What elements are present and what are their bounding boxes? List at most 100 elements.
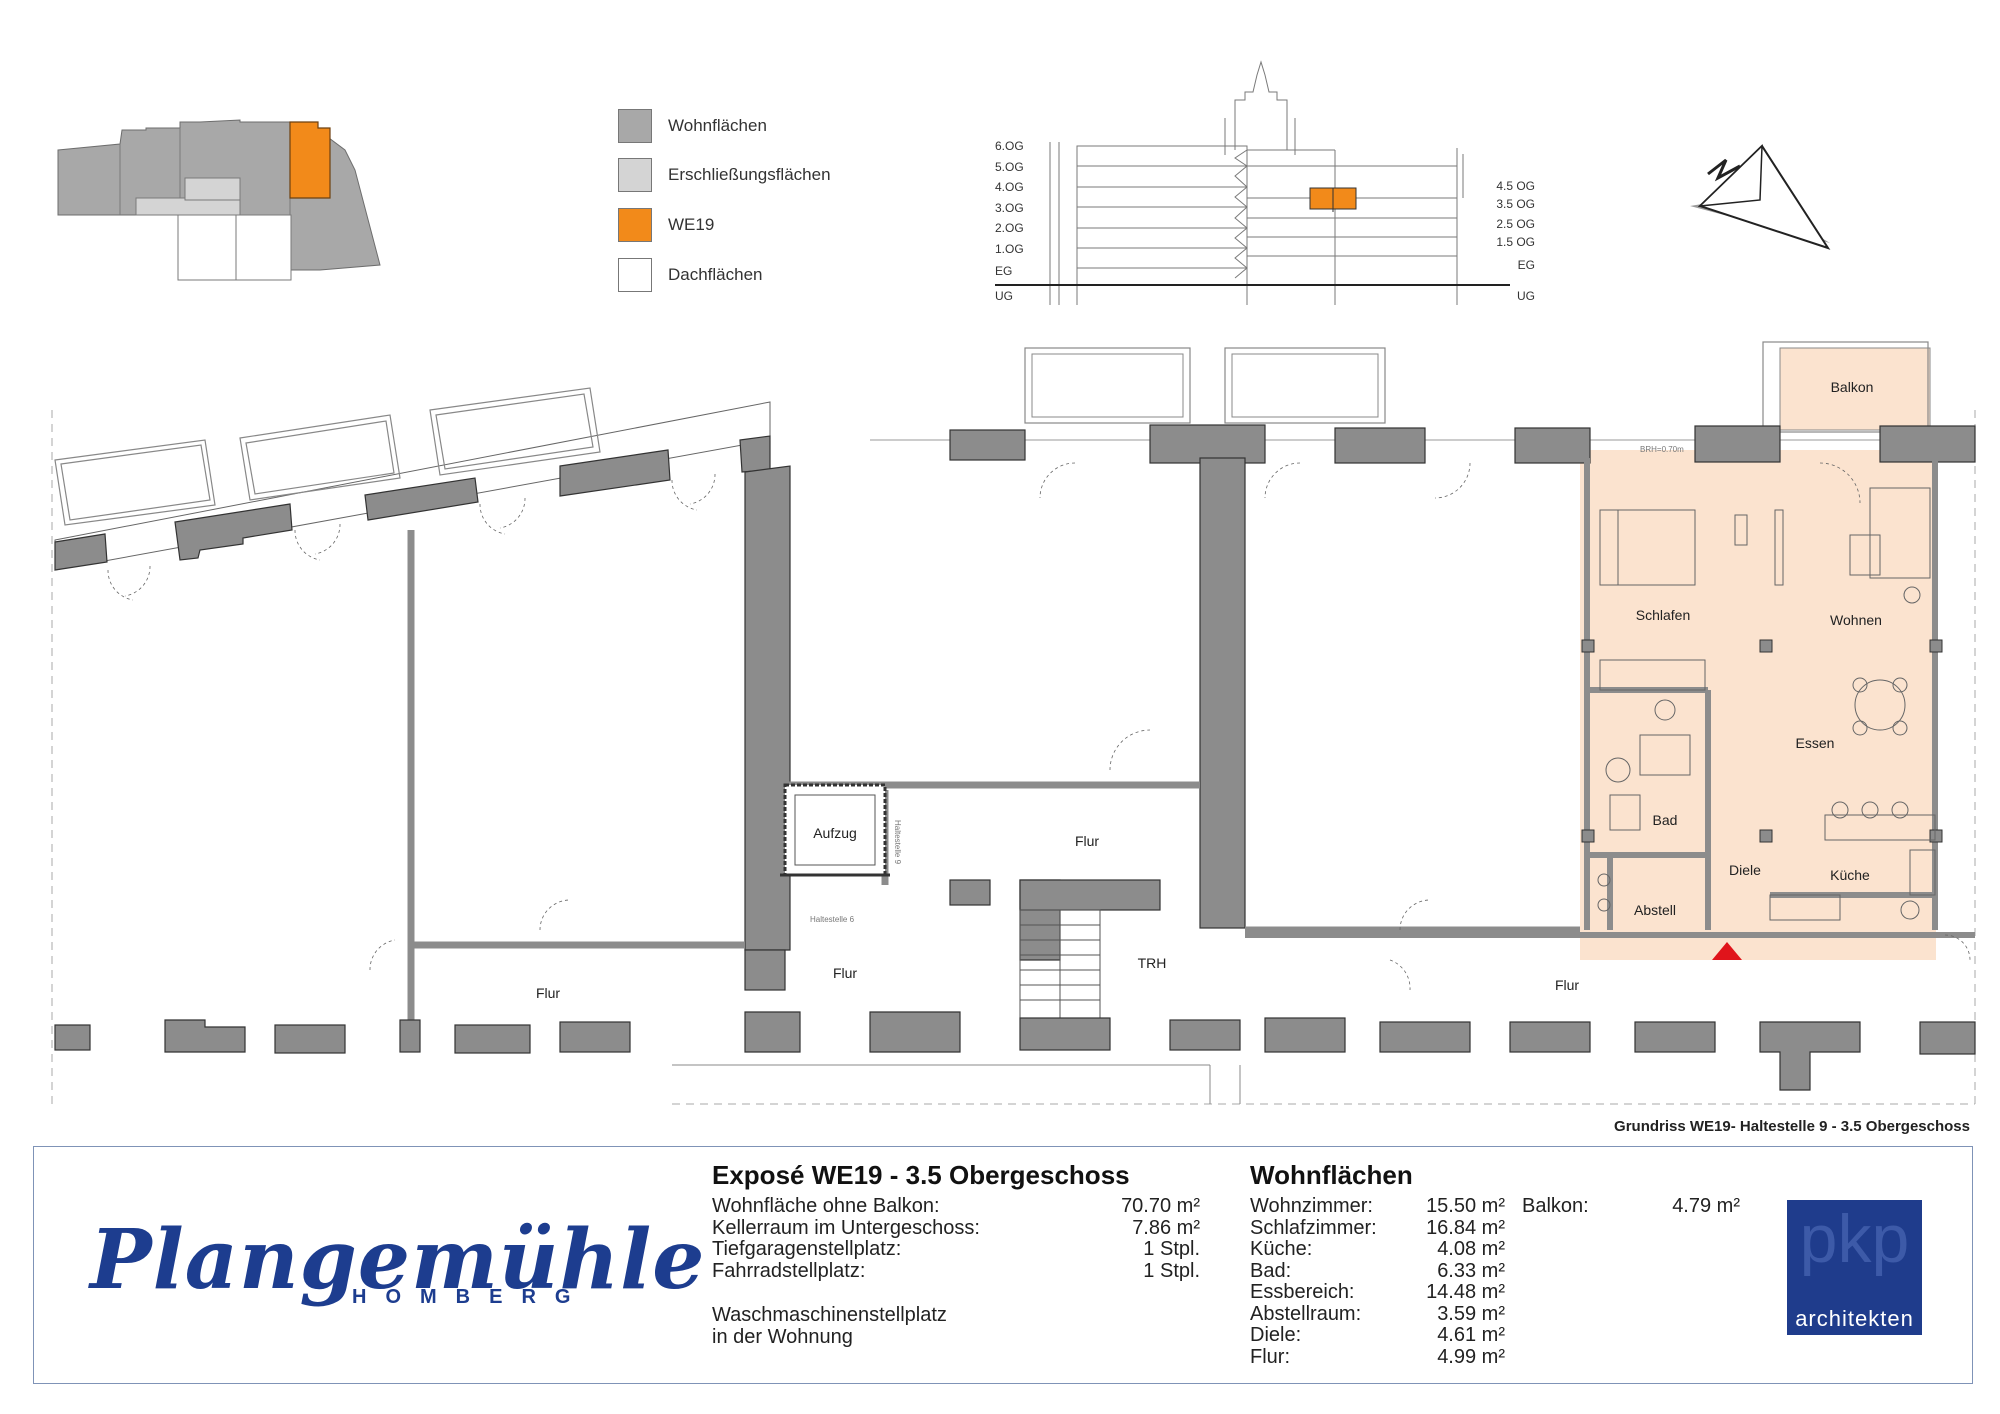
bottom-facade [54, 729, 1976, 1104]
room-label-diele: Diele [1729, 862, 1761, 878]
haltestelle-9-label: Haltestelle 9 [893, 820, 902, 865]
room-label-flur-right: Flur [1555, 977, 1579, 993]
level-label: UG [995, 289, 1013, 303]
level-label: 3.OG [995, 201, 1024, 215]
expose-table: Wohnfläche ohne Balkon: 70.70 m² Kellerra… [712, 1195, 1200, 1282]
legend-label: Wohnflächen [668, 116, 767, 135]
entrance-marker-icon [1712, 942, 1742, 960]
legend-item-erschliessungsflaechen: Erschließungsflächen [618, 157, 831, 193]
legend-swatch [618, 158, 652, 192]
area-row: Bad:6.33 m² [1250, 1259, 1505, 1283]
row-label: Tiefgaragenstellplatz: [712, 1238, 902, 1260]
level-label: 4.OG [995, 180, 1024, 194]
legend-label: Erschließungsflächen [668, 165, 831, 184]
row-value: 7.86 m² [1132, 1216, 1200, 1239]
level-label: 2.5 OG [1496, 217, 1535, 231]
expose-title: Exposé WE19 - 3.5 Obergeschoss [712, 1160, 1130, 1190]
furniture [1597, 487, 1936, 921]
pkp-subtitle: architekten [1795, 1306, 1914, 1331]
room-label-balkon: Balkon [1831, 379, 1874, 395]
legend-label: Dachflächen [668, 265, 763, 284]
north-arrow-icon [1690, 144, 1831, 250]
row-label: Abstellraum: [1250, 1302, 1362, 1325]
brh-label: BRH=0.70m [1640, 445, 1684, 454]
legend-label: WE19 [668, 215, 715, 234]
room-label-kueche: Küche [1830, 867, 1870, 883]
legend-swatch [618, 258, 652, 292]
room-label-essen: Essen [1796, 735, 1835, 751]
room-label-aufzug: Aufzug [813, 825, 857, 841]
expose-row: Wohnfläche ohne Balkon: 70.70 m² [712, 1195, 1200, 1218]
level-label: EG [995, 264, 1012, 278]
row-value: 4.79 m² [1672, 1195, 1740, 1217]
room-label-flur-top: Flur [1075, 833, 1099, 849]
row-value: 4.99 m² [1437, 1345, 1505, 1368]
room-label-abstell: Abstell [1634, 902, 1676, 918]
wohnflaechen-table: Wohnzimmer: 15.50 m² Schlafzimmer:16.84 m… [1250, 1195, 1505, 1369]
row-label: Flur: [1250, 1345, 1290, 1368]
row-label: Essbereich: [1250, 1281, 1355, 1303]
area-row: Schlafzimmer:16.84 m² [1250, 1216, 1505, 1240]
row-label: Wohnzimmer: [1250, 1195, 1373, 1217]
room-label-flur-mid: Flur [833, 965, 857, 981]
row-value: 14.48 m² [1426, 1281, 1505, 1303]
note-line: Waschmaschinenstellplatz [712, 1304, 947, 1326]
expose-note: Waschmaschinenstellplatz in der Wohnung [712, 1304, 947, 1348]
info-box [33, 1146, 1973, 1384]
unit-we19-fill [1580, 347, 1936, 960]
legend-swatch [618, 208, 652, 242]
row-label: Bad: [1250, 1259, 1292, 1282]
area-row: Flur: 4.99 m² [1250, 1345, 1505, 1369]
level-label: 4.5 OG [1496, 179, 1535, 193]
level-label: 2.OG [995, 221, 1024, 235]
legend-item-we19: WE19 [618, 207, 714, 243]
wohnflaechen-title: Wohnflächen [1250, 1160, 1413, 1190]
expose-row: Tiefgaragenstellplatz:1 Stpl. [712, 1238, 1200, 1261]
row-label: Diele: [1250, 1324, 1302, 1346]
logo-plangemuehle: Plangemühle [90, 1212, 706, 1308]
legend-item-wohnflaechen: Wohnflächen [618, 108, 767, 144]
elevator-shaft [780, 783, 890, 877]
pkp-architekten-logo: pkp architekten [1787, 1200, 1922, 1335]
room-label-trh: TRH [1138, 955, 1167, 971]
building-section: 6.OG 5.OG 4.OG 3.OG 2.OG 1.OG EG UG 4.5 … [995, 60, 1535, 305]
room-label-wohnen: Wohnen [1830, 612, 1882, 628]
we19-highlight [289, 121, 331, 199]
level-label: 6.OG [995, 139, 1024, 153]
row-value: 3.59 m² [1437, 1302, 1505, 1325]
row-value: 4.61 m² [1437, 1324, 1505, 1346]
row-value: 1 Stpl. [1143, 1259, 1200, 1282]
level-label: 1.OG [995, 242, 1024, 256]
row-label: Wohnfläche ohne Balkon: [712, 1195, 940, 1217]
row-label: Kellerraum im Untergeschoss: [712, 1216, 980, 1239]
row-value: 4.08 m² [1437, 1238, 1505, 1260]
area-row: Küche: 4.08 m² [1250, 1238, 1505, 1261]
row-label: Fahrradstellplatz: [712, 1259, 866, 1282]
haltestelle-6-label: Haltestelle 6 [810, 915, 855, 924]
logo-homberg: HOMBERG [352, 1286, 590, 1308]
note-line: in der Wohnung [712, 1326, 853, 1348]
pkp-letters: pkp [1799, 1201, 1910, 1277]
room-label-schlafen: Schlafen [1636, 607, 1690, 623]
plan-caption: Grundriss WE19- Haltestelle 9 - 3.5 Ober… [1614, 1118, 1970, 1135]
balkon-row: Balkon: 4.79 m² [1522, 1195, 1740, 1218]
area-row: Wohnzimmer: 15.50 m² [1250, 1195, 1505, 1218]
row-label: Balkon: [1522, 1195, 1589, 1217]
legend-swatch [618, 109, 652, 143]
row-label: Küche: [1250, 1238, 1313, 1260]
area-row: Diele: 4.61 m² [1250, 1324, 1505, 1347]
row-value: 16.84 m² [1426, 1216, 1505, 1239]
room-label-bad: Bad [1653, 812, 1678, 828]
area-row: Abstellraum: 3.59 m² [1250, 1302, 1505, 1326]
level-label: 5.OG [995, 160, 1024, 174]
top-facade [870, 341, 1976, 504]
expose-row: Kellerraum im Untergeschoss: 7.86 m² [712, 1216, 1200, 1240]
row-value: 70.70 m² [1121, 1195, 1200, 1217]
level-label: UG [1517, 289, 1535, 303]
floor-plan: Balkon Schlafen Wohnen Essen Bad Diele K… [51, 341, 1976, 1110]
site-blocks [57, 119, 381, 281]
row-value: 15.50 m² [1426, 1195, 1505, 1217]
legend-item-dachflaechen: Dachflächen [618, 257, 763, 293]
site-key-map [57, 119, 381, 281]
slanted-facade [54, 387, 771, 601]
